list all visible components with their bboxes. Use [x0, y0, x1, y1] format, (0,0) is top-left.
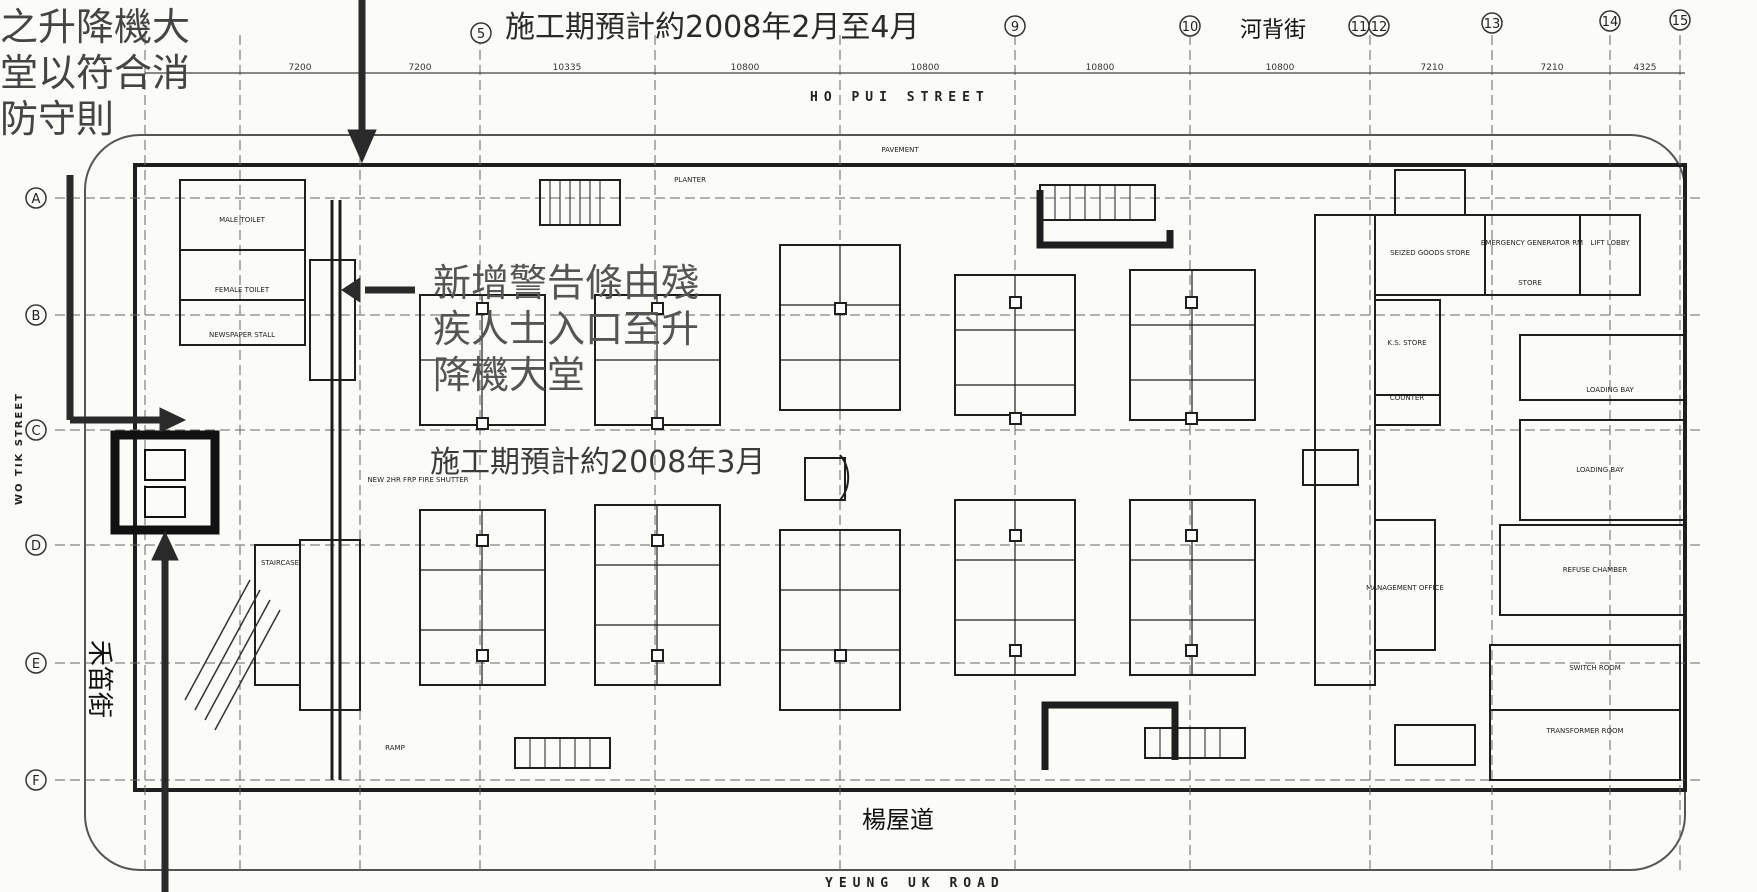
room-label: LOADING BAY: [1586, 386, 1634, 394]
room-label: FEMALE TOILET: [215, 286, 270, 294]
grid-col-label: 9: [1011, 20, 1019, 35]
room-label: STAIRCASE: [261, 559, 299, 567]
room-label: RAMP: [385, 744, 405, 752]
grid-col-label: 11: [1351, 20, 1368, 35]
grid-lines: [55, 35, 1700, 870]
dimension-label: 7200: [409, 63, 432, 73]
room-label: PAVEMENT: [881, 146, 919, 154]
room-label: COUNTER: [1390, 394, 1424, 402]
dimension-label: 10800: [1266, 63, 1295, 73]
grid-col-label: 5: [477, 27, 485, 42]
room-label: SEIZED GOODS STORE: [1390, 249, 1470, 257]
room-label: STORE: [1518, 279, 1542, 287]
note-line: 疾人士入口至升: [433, 307, 700, 351]
wall-hatch: [330, 200, 342, 780]
note-middle: 新增警告條由殘 疾人士入口至升 降機大堂: [433, 260, 699, 398]
street-label-west: WO TIK STREET: [14, 392, 25, 505]
grid-col-label: 12: [1371, 20, 1388, 35]
note-top-left: 之升降機大 堂以符合消 防守則: [0, 4, 190, 142]
dimension-label: 4325: [1634, 63, 1657, 73]
grid-col-label: 14: [1602, 15, 1619, 30]
street-label-south-cn: 楊屋道: [862, 806, 934, 834]
note-middle-schedule: 施工期預計約2008年3月: [430, 445, 766, 480]
dimension-label: 10800: [911, 63, 940, 73]
grid-col-label: 10: [1182, 20, 1199, 35]
arrows: [66, 0, 415, 892]
room-label: MALE TOILET: [219, 216, 266, 224]
dimension-label: 10800: [731, 63, 760, 73]
grid-row-label: A: [32, 192, 41, 207]
room-label: SWITCH ROOM: [1569, 664, 1621, 672]
grid-row-label: F: [32, 774, 39, 789]
grid-row-label: B: [32, 309, 41, 324]
dimension-label: 7210: [1541, 63, 1564, 73]
grid-col-label: 15: [1672, 14, 1689, 29]
room-label: TRANSFORMER ROOM: [1545, 727, 1623, 735]
room-label: NEWSPAPER STALL: [209, 331, 275, 339]
room-label: EMERGENCY GENERATOR RM: [1481, 239, 1583, 247]
left-stair: [184, 579, 281, 731]
room-label: MANAGEMENT OFFICE: [1366, 584, 1444, 592]
room-label: LOADING BAY: [1576, 466, 1624, 474]
note-line: 防守則: [0, 97, 115, 141]
room-labels: MALE TOILET FEMALE TOILET NEWSPAPER STAL…: [209, 146, 1635, 752]
dimension-label: 7210: [1421, 63, 1444, 73]
note-top-schedule: 施工期預計約2008年2月至4月: [505, 10, 920, 45]
street-label-north-cn: 河背街: [1240, 18, 1307, 43]
column-markers: [476, 296, 1198, 662]
grid-bubbles: [25, 9, 1691, 791]
note-line: 之升降機大: [0, 5, 191, 49]
lift-core: [110, 430, 220, 535]
note-line: 降機大堂: [433, 353, 586, 397]
note-line: 堂以符合消: [0, 51, 191, 95]
room-label: REFUSE CHAMBER: [1563, 566, 1628, 574]
street-label-west-cn: 禾笛街: [84, 640, 114, 719]
room-label: LIFT LOBBY: [1590, 239, 1630, 247]
dimension-label: 10800: [1086, 63, 1115, 73]
planters: [1036, 190, 1179, 770]
room-label: PLANTER: [674, 176, 706, 184]
room-label: K.S. STORE: [1387, 339, 1426, 347]
street-label-south: YEUNG UK ROAD: [825, 876, 1005, 891]
grid-row-label: C: [31, 424, 40, 439]
note-line: 新增警告條由殘: [433, 261, 700, 305]
right-wing-rooms: [1374, 214, 1686, 781]
grid-col-label: 13: [1484, 17, 1501, 32]
dimension-label: 10335: [553, 63, 582, 73]
room-label: NEW 2HR FRP FIRE SHUTTER: [367, 476, 468, 484]
left-wing-rooms: [179, 179, 361, 711]
grid-bubble-labels: 5 9 10 11 12 13 14 15 A B C D E F: [31, 14, 1688, 789]
dimension-label: 7200: [289, 63, 312, 73]
grid-row-label: E: [32, 657, 40, 672]
street-label-north: HO PUI STREET: [810, 90, 990, 105]
grid-row-label: D: [31, 539, 41, 554]
dimension-labels: 7200 7200 10335 10800 10800 10800 10800 …: [289, 63, 1657, 73]
